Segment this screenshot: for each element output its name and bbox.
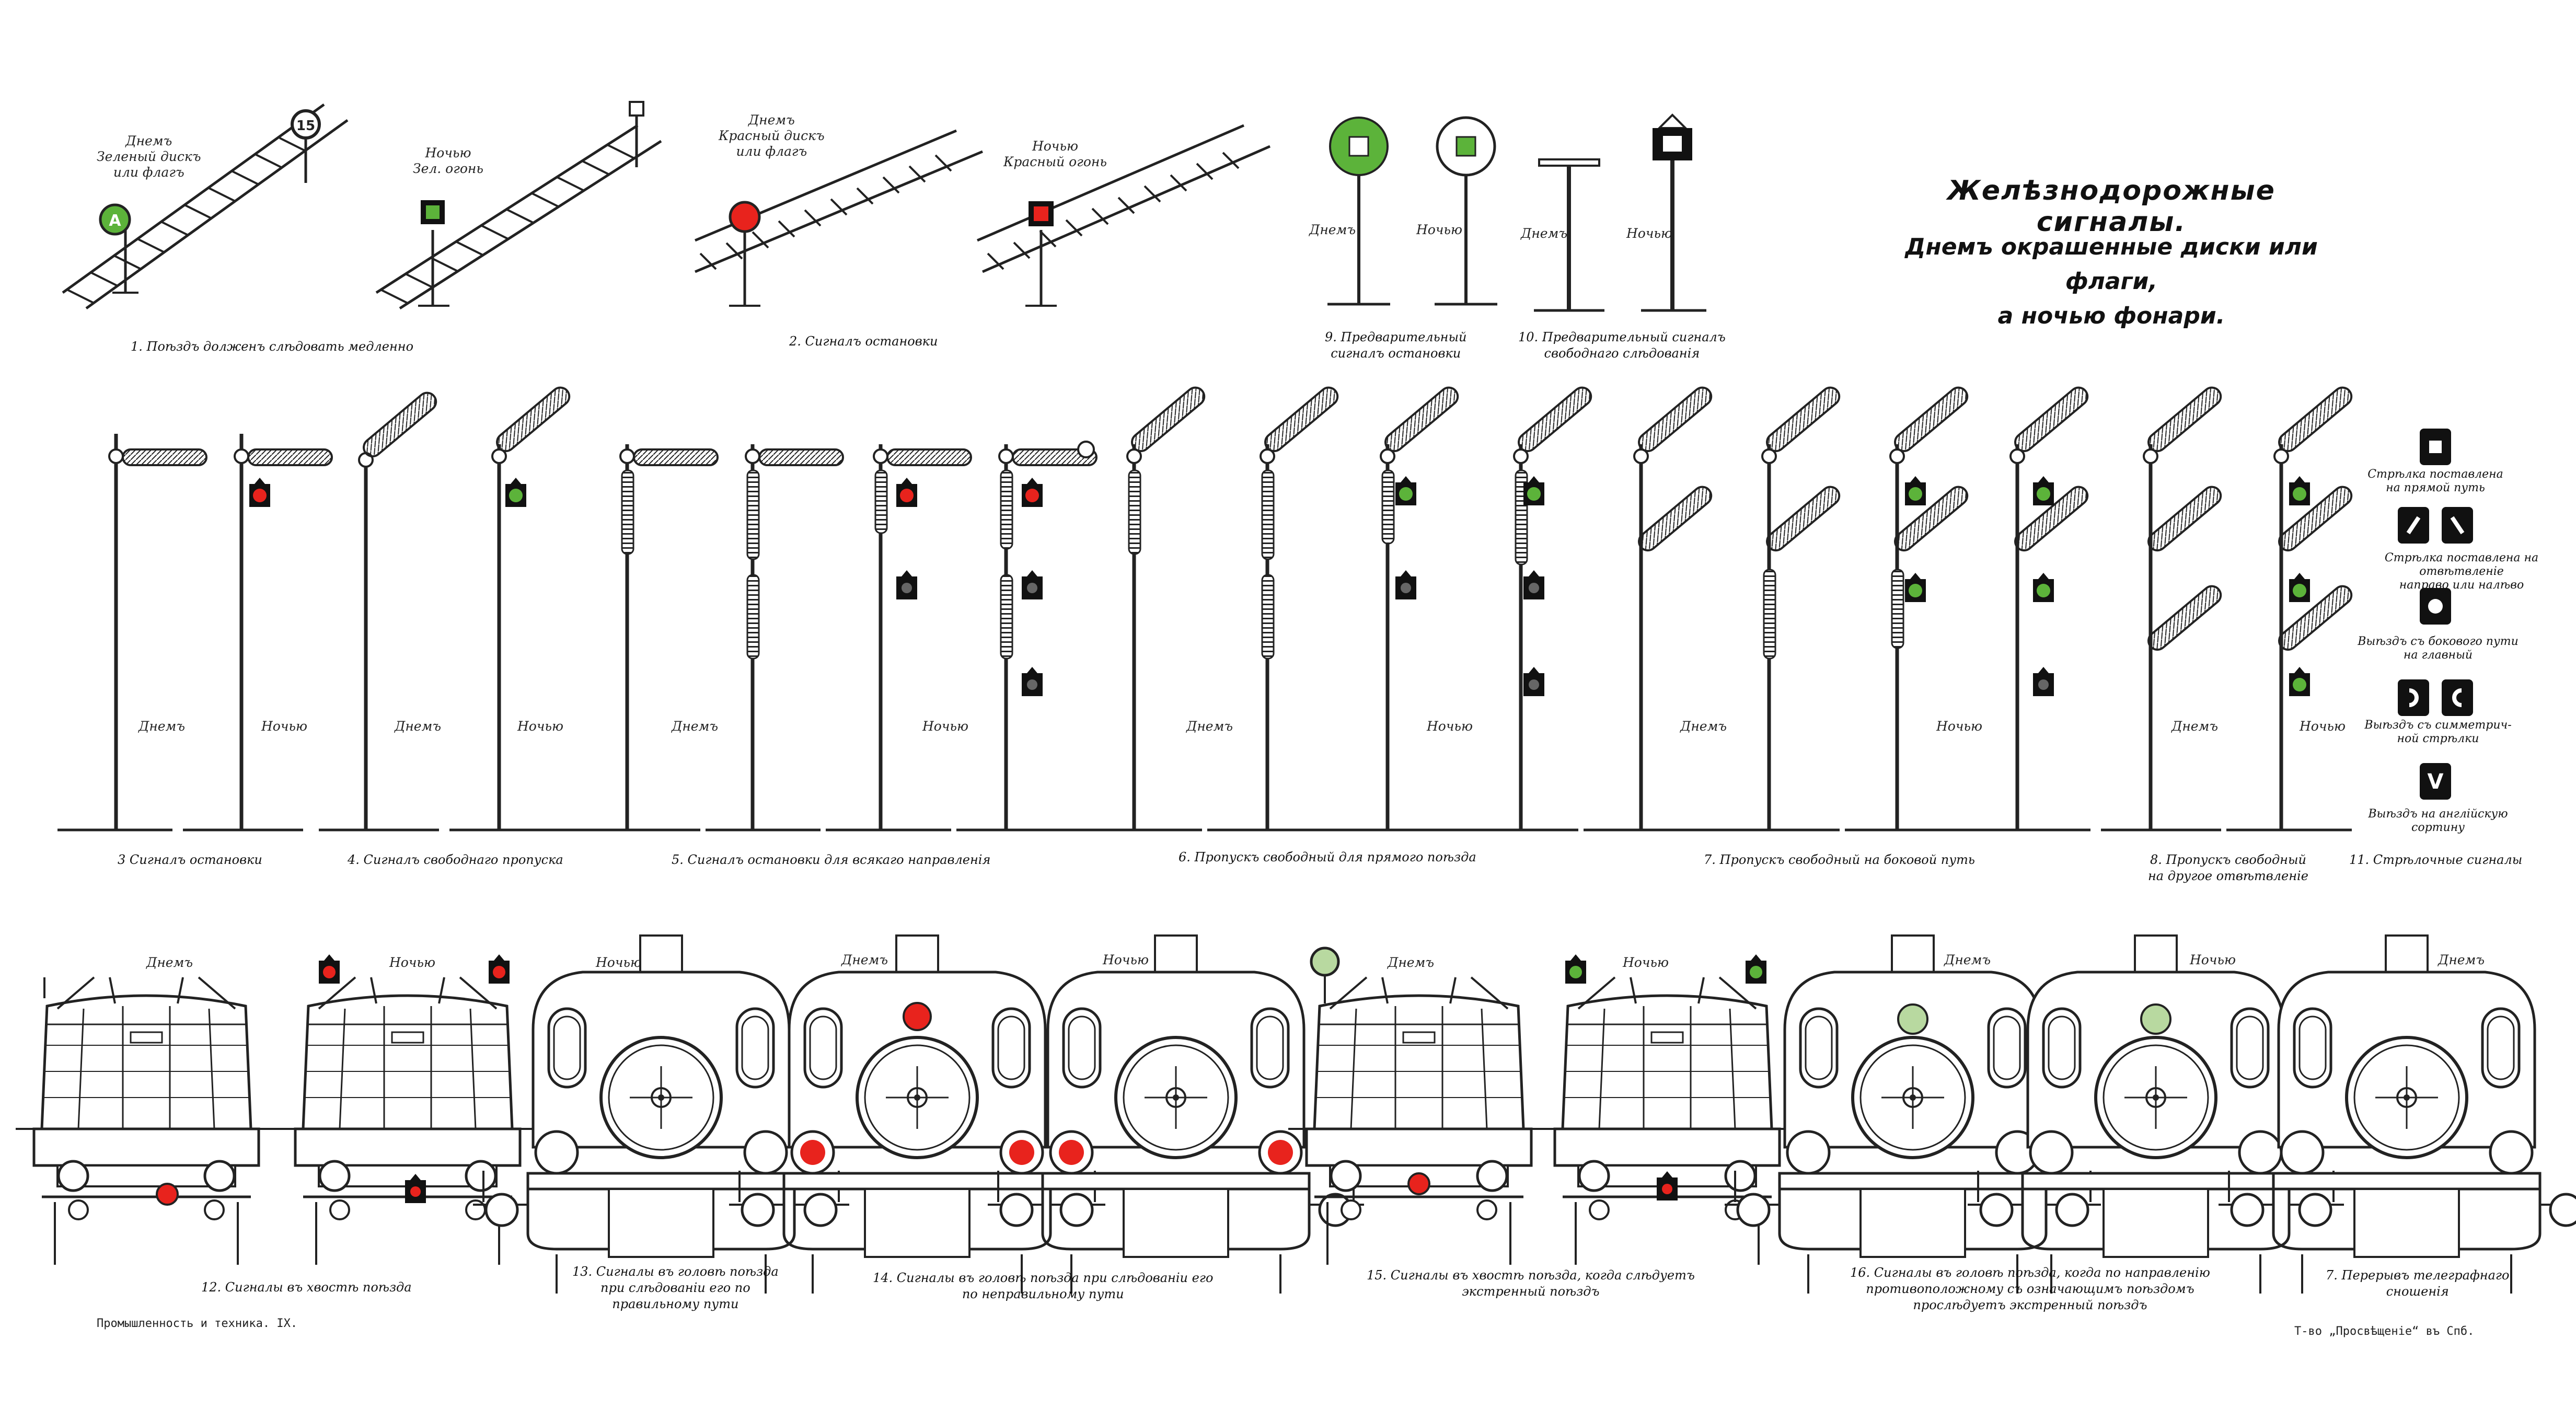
caption-13: 13. Сигналы въ головѣ поѣзда при слѣдова… — [572, 1264, 779, 1311]
footer-right: Т-во „Просвѣщеніе“ въ Спб. — [2294, 1325, 2475, 1338]
row2-label: Ночью — [261, 719, 308, 734]
signal-10-day — [1534, 158, 1604, 312]
row2-label: Ночью — [517, 719, 564, 734]
caption-4: 4. Сигналъ свободнаго пропуска — [348, 852, 563, 867]
label-s9-night: Ночью — [1416, 222, 1463, 237]
row2-label: Днемъ — [1680, 719, 1727, 734]
caption-7: 7. Пропускъ свободный на боковой путь — [1704, 852, 1975, 867]
loco-16-day — [1725, 936, 2101, 1294]
plate-title: Желѣзнодорожные сигналы. — [1947, 175, 2275, 238]
row3-label: Ночью — [1103, 952, 1149, 967]
switch-label: Выѣздъ съ бокового пути на главный — [2358, 635, 2519, 662]
scene-1-day: А 15 — [62, 103, 349, 310]
caption-1: 1. Поѣздъ долженъ слѣдовать медленно — [131, 339, 414, 354]
switch-lanterns: V — [2398, 429, 2473, 800]
loco-14-night — [988, 936, 1364, 1294]
scene-2-day — [695, 129, 983, 307]
label-s1-day: Днемъ Зеленый дискъ или флагъ — [97, 133, 201, 180]
row2-label: Днемъ — [1186, 719, 1233, 734]
row2-label: Ночью — [922, 719, 969, 734]
label-s2-day: Днемъ Красный дискъ или флагъ — [719, 112, 825, 159]
row2-label: Ночью — [1936, 719, 1983, 734]
row3-label: Ночью — [2190, 952, 2236, 967]
loco-16-night — [1968, 936, 2344, 1294]
caption-9: 9. Предварительный сигналъ остановки — [1325, 330, 1467, 361]
signal-9-night — [1435, 116, 1497, 306]
row3-label: Днемъ — [146, 955, 193, 970]
row2-label: Ночью — [2300, 719, 2346, 734]
row3-label: Днемъ — [841, 952, 888, 967]
row3-label: Ночью — [596, 955, 642, 970]
row3-label: Ночью — [1623, 955, 1669, 970]
row2-label: Днемъ — [138, 719, 185, 734]
caption-2: 2. Сигналъ остановки — [789, 334, 938, 349]
caption-16: 16. Сигналы въ головѣ поѣзда, когда по н… — [1850, 1265, 2210, 1312]
label-s10-night: Ночью — [1626, 226, 1673, 241]
row2-label: Днемъ — [672, 719, 718, 734]
disk-number: 15 — [296, 118, 315, 134]
label-s10-day: Днемъ — [1521, 226, 1567, 241]
caption-8: 8. Пропускъ свободный на другое отвѣтвле… — [2148, 852, 2308, 883]
caption-3: 3 Сигналъ остановки — [118, 852, 262, 867]
scene-2-night — [977, 124, 1270, 307]
row3-label: Днемъ — [1944, 952, 1991, 967]
caption-10: 10. Предварительный сигналъ свободнаго с… — [1518, 330, 1726, 361]
switch-glyph: V — [2428, 770, 2444, 794]
signal-9-day — [1327, 117, 1390, 306]
switch-label: Стрѣлка поставлена на прямой путь — [2367, 468, 2503, 494]
row3-label: Днемъ — [1388, 955, 1434, 970]
caption-5: 5. Сигналъ остановки для всякаго направл… — [672, 852, 991, 867]
label-s2-night: Ночью Красный огонь — [1003, 138, 1107, 169]
wagon-15-day — [1288, 946, 1550, 1265]
label-s9-day: Днемъ — [1309, 222, 1356, 237]
footer-left: Промышленность и техника. IX. — [97, 1317, 298, 1330]
row2-label: Днемъ — [2171, 719, 2218, 734]
caption-17: 7. Перерывъ телеграфнаго сношенія — [2326, 1268, 2510, 1299]
label-s1-night: Ночью Зел. огонь — [413, 145, 483, 176]
switch-label: Стрѣлка поставлена на отвѣтвленіе направ… — [2384, 551, 2539, 592]
caption-12: 12. Сигналы въ хвостѣ поѣзда — [201, 1280, 412, 1295]
wagon-15-night — [1537, 954, 1798, 1265]
row3-label: Ночью — [389, 955, 436, 970]
loco-14-day — [729, 936, 1105, 1294]
wagon-12-night — [277, 954, 538, 1265]
wagon-12-day — [16, 977, 277, 1265]
signal-10-night — [1641, 113, 1706, 312]
switch-label: Выѣздъ на англійскую сортину — [2368, 807, 2508, 834]
switch-label: Выѣздъ съ симметрич- ной стрѣлки — [2364, 719, 2512, 745]
caption-15: 15. Сигналы въ хвостѣ поѣзда, когда слѣд… — [1367, 1268, 1695, 1299]
semaphore-lamps — [249, 476, 2310, 696]
caption-6: 6. Пропускъ свободный для прямого поѣзда — [1179, 850, 1476, 864]
row2-label: Ночью — [1427, 719, 1473, 734]
plate-subtitle: Днемъ окрашенные диски или флаги, а ночь… — [1905, 234, 2318, 329]
row2-label: Днемъ — [395, 719, 441, 734]
scene-1-night — [375, 101, 662, 310]
row3-label: Днемъ — [2438, 952, 2485, 967]
caption-11: 11. Стрѣлочные сигналы — [2349, 852, 2523, 867]
caption-14: 14. Сигналы въ головѣ поѣзда при слѣдова… — [873, 1271, 1214, 1301]
semaphore-row — [57, 386, 2353, 832]
disk-letter: А — [109, 212, 121, 230]
